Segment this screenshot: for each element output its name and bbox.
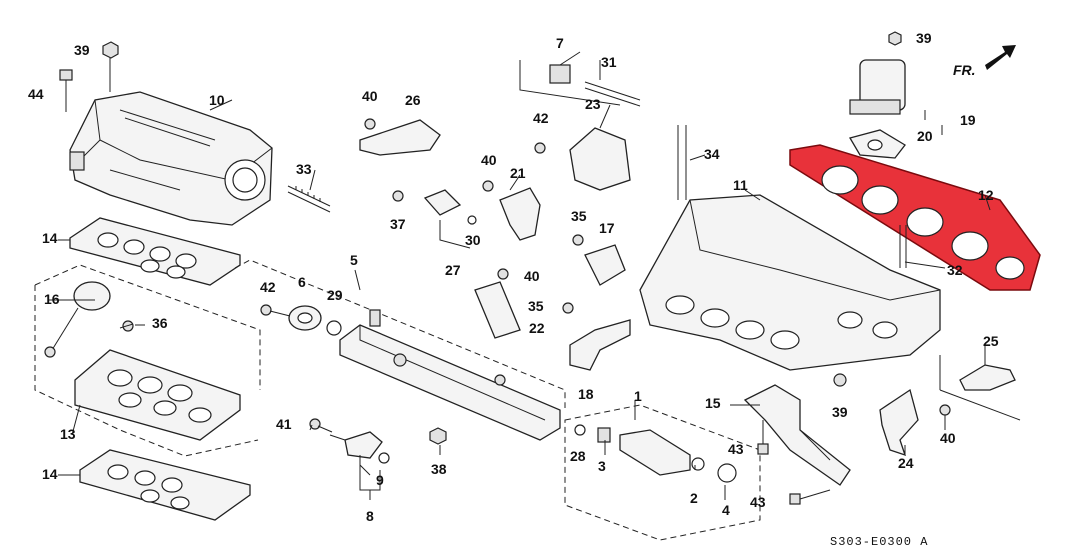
pressure-regulator-8 <box>329 431 390 491</box>
intake-manifold-lower-11 <box>639 194 941 371</box>
front-direction-arrow <box>985 45 1016 70</box>
nut-38 <box>429 427 447 445</box>
bracket-23 <box>534 127 631 191</box>
bolt-41 <box>309 418 333 433</box>
callout-4: 4 <box>722 502 730 518</box>
callout-30: 30 <box>465 232 481 248</box>
diagram-code: S303-E0300 A <box>830 535 929 549</box>
nut-39-bottom <box>833 373 847 387</box>
callout-25: 25 <box>983 333 999 349</box>
bolt-42-left <box>260 304 291 317</box>
bracket-22 <box>474 281 521 339</box>
clamp-18 <box>562 302 631 371</box>
sensor-27 <box>392 189 477 249</box>
callout-28: 28 <box>570 448 586 464</box>
callout-42-right: 42 <box>533 110 549 126</box>
o-ring-29 <box>326 320 342 336</box>
bracket-24 <box>879 388 919 457</box>
bolt-40-right <box>939 404 951 416</box>
callout-27: 27 <box>445 262 461 278</box>
callout-39-top-left: 39 <box>74 42 90 58</box>
callout-1: 1 <box>634 388 642 404</box>
callout-31: 31 <box>601 54 617 70</box>
callout-26: 26 <box>405 92 421 108</box>
bolt-44 <box>59 69 73 112</box>
bolt-36 <box>119 320 134 332</box>
callout-14-lower: 14 <box>42 466 58 482</box>
callout-29: 29 <box>327 287 343 303</box>
callout-20: 20 <box>917 128 933 144</box>
callout-44: 44 <box>28 86 44 102</box>
nut-39-top-left <box>102 41 119 92</box>
gasket-20 <box>849 129 906 159</box>
callout-43-upper: 43 <box>728 441 744 457</box>
callout-37: 37 <box>390 216 406 232</box>
bracket-15 <box>743 384 851 486</box>
callout-17: 17 <box>599 220 615 236</box>
callout-5: 5 <box>350 252 358 268</box>
callout-13: 13 <box>60 426 76 442</box>
callout-16: 16 <box>44 291 60 307</box>
callout-9: 9 <box>376 472 384 488</box>
callout-21: 21 <box>510 165 526 181</box>
bracket-21 <box>482 180 541 241</box>
bracket-25 <box>959 364 1016 391</box>
fuel-rail-5 <box>339 309 561 441</box>
callout-40-d: 40 <box>940 430 956 446</box>
egr-valve-19 <box>849 31 906 115</box>
stud-32 <box>899 225 907 268</box>
callout-6: 6 <box>298 274 306 290</box>
callout-12: 12 <box>978 187 994 203</box>
stud-33 <box>287 185 331 213</box>
callout-2: 2 <box>690 490 698 506</box>
clip-17 <box>497 234 626 286</box>
callout-18: 18 <box>578 386 594 402</box>
callout-15: 15 <box>705 395 721 411</box>
callout-7: 7 <box>556 35 564 51</box>
seal-4 <box>717 463 737 483</box>
callout-8: 8 <box>366 508 374 524</box>
gasket-14-lower <box>79 449 251 521</box>
bracket-26 <box>359 118 441 156</box>
stud-34 <box>677 125 687 200</box>
callout-41: 41 <box>276 416 292 432</box>
callout-19: 19 <box>960 112 976 128</box>
callout-39-bottom: 39 <box>832 404 848 420</box>
callout-35-lower: 35 <box>528 298 544 314</box>
injector-1 <box>574 424 705 476</box>
gasket-12-highlighted <box>789 144 1041 291</box>
callout-14-upper: 14 <box>42 230 58 246</box>
actuator-16 <box>44 281 111 358</box>
callout-38: 38 <box>431 461 447 477</box>
callout-40-c: 40 <box>524 268 540 284</box>
callout-40-b: 40 <box>481 152 497 168</box>
bolts-43 <box>757 420 831 505</box>
callout-22: 22 <box>529 320 545 336</box>
throttle-body-plate-13 <box>74 349 241 441</box>
callout-39-top-right: 39 <box>916 30 932 46</box>
callout-11: 11 <box>733 177 748 193</box>
callout-3: 3 <box>598 458 606 474</box>
stud-31-spacer-7 <box>519 60 641 107</box>
callout-23: 23 <box>585 96 601 112</box>
intake-manifold-upper <box>69 91 273 226</box>
gasket-14-upper <box>69 217 241 286</box>
callout-10: 10 <box>209 92 225 108</box>
callout-42-left: 42 <box>260 279 276 295</box>
callout-36: 36 <box>152 315 168 331</box>
callout-35-upper: 35 <box>571 208 587 224</box>
callout-32: 32 <box>947 262 963 278</box>
front-direction-label: FR. <box>953 62 976 78</box>
callout-34: 34 <box>704 146 720 162</box>
callout-40-a: 40 <box>362 88 378 104</box>
callout-43-lower: 43 <box>750 494 766 510</box>
regulator-6 <box>288 305 322 331</box>
callout-33: 33 <box>296 161 312 177</box>
callout-24: 24 <box>898 455 914 471</box>
